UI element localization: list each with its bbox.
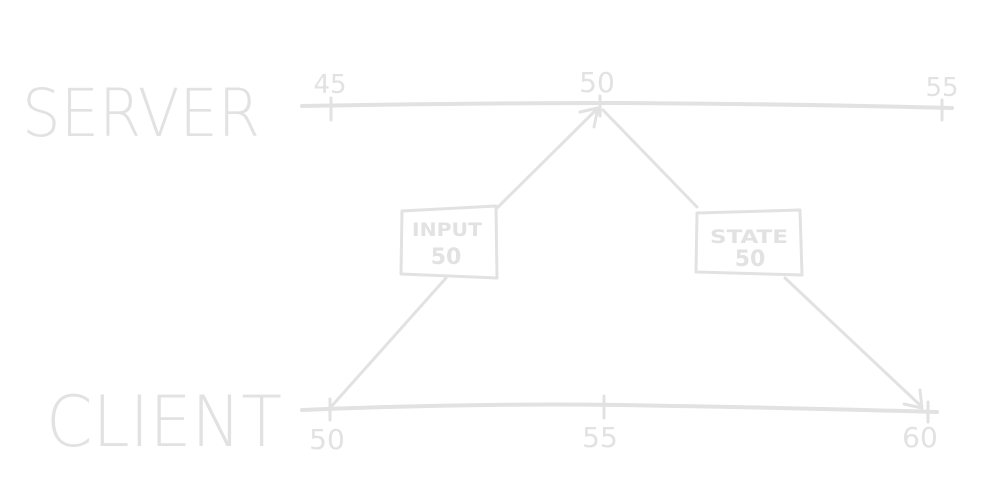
server-timeline [300,101,954,110]
input-box-outline [399,204,499,280]
client-label: CLIENT [46,381,282,463]
input-box: INPUT 50 [399,204,499,280]
server-tick-label-55: 55 [925,73,958,103]
state-box-tick: 50 [735,247,766,272]
state-arrow-upper [601,108,699,209]
client-tick-label-50: 50 [309,423,345,456]
state-box-outline [694,208,804,277]
state-box: STATE 50 [694,208,804,277]
input-arrow-upper [495,108,598,210]
state-arrow-lower [783,276,923,408]
server-tick-label-50: 50 [579,66,615,99]
client-tick-label-55: 55 [582,421,618,454]
server-label: SERVER [22,75,260,152]
input-box-tick: 50 [431,245,462,270]
input-arrowhead [578,106,600,129]
server-tick-label-45: 45 [313,70,346,100]
input-arrow-lower [328,276,448,410]
client-timeline [300,402,939,414]
state-arrowhead [902,388,924,410]
state-box-label: STATE [710,226,788,248]
client-tick-label-60: 60 [902,421,938,454]
input-box-label: INPUT [412,219,482,241]
